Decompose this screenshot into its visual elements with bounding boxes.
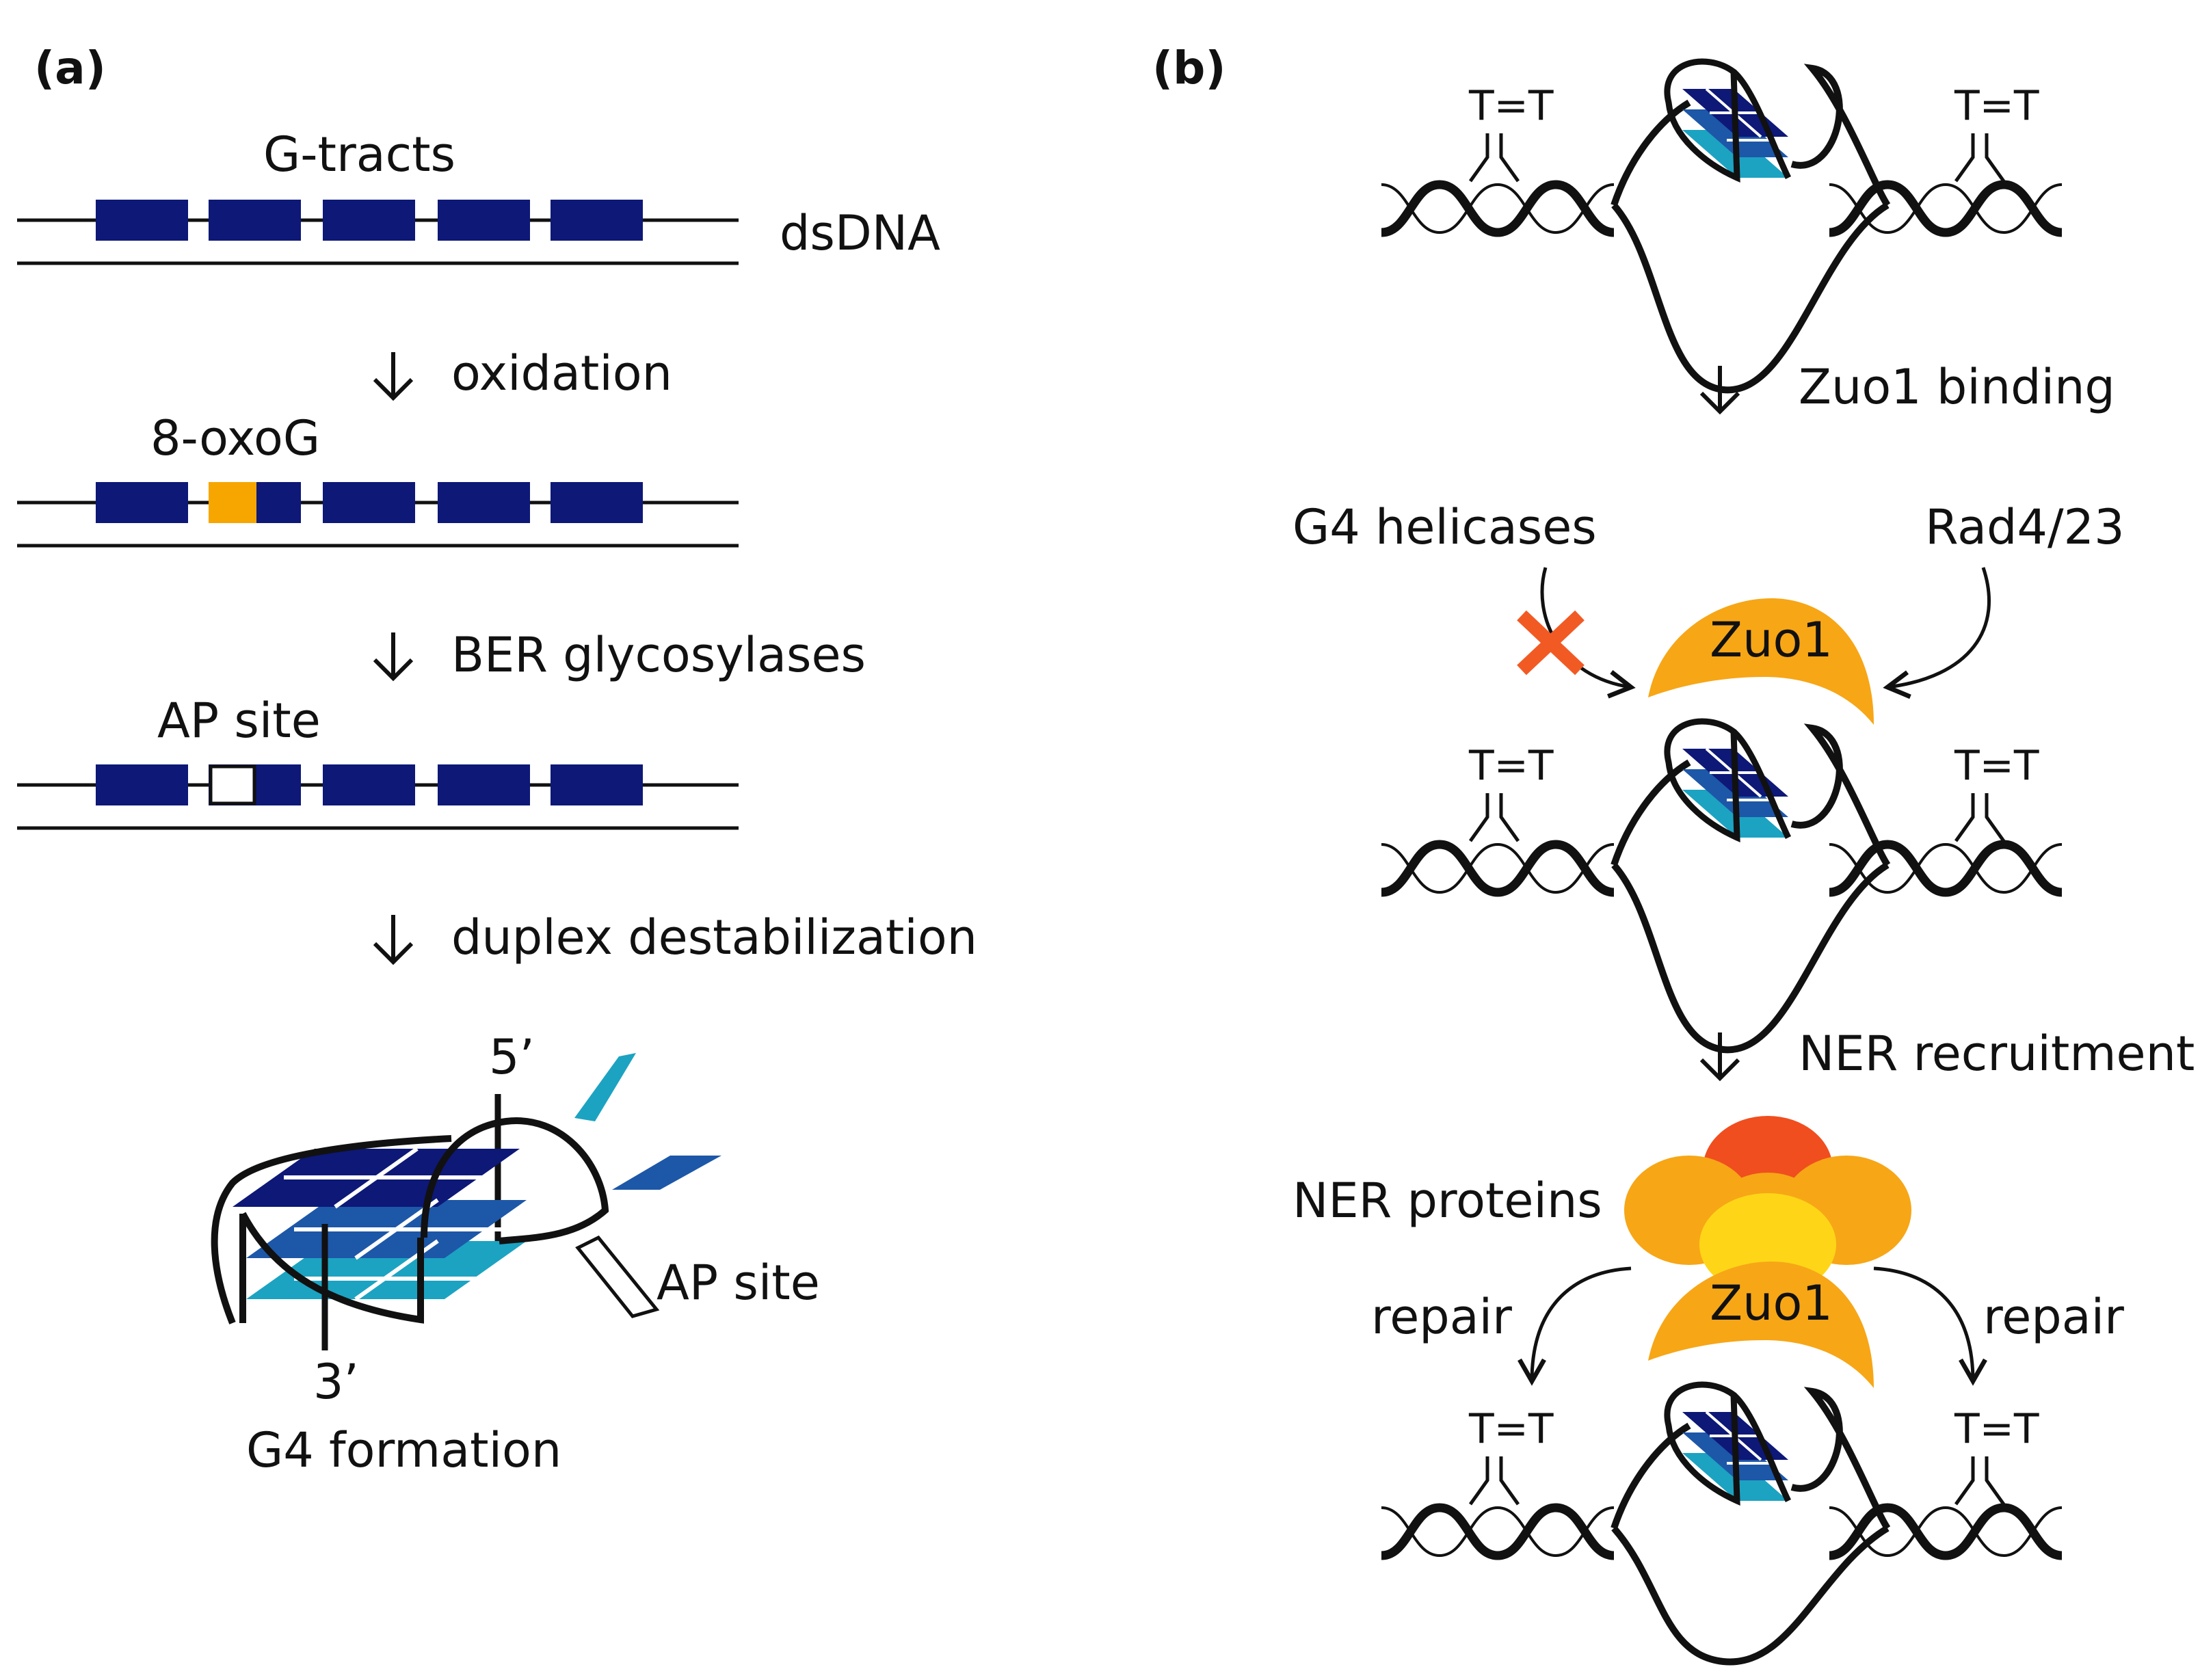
g-tract [551,200,643,241]
panel-a: (a) G-tracts dsDNA oxidation 8-oxoG [17,42,977,1478]
dna-bubble-row-3: T=T T=T [1381,1385,2062,1666]
ner-proteins-label: NER proteins [1293,1173,1602,1229]
zuo1-label: Zuo1 [1710,612,1833,668]
down-arrow-icon [1699,366,1740,415]
curved-arrow-icon [1883,567,1991,699]
ap-site-box [209,764,256,805]
ner-protein-cluster [1624,1116,1911,1296]
repair-label-right: repair [1983,1289,2124,1345]
oxog-lesion [209,482,256,523]
panel-b-label: (b) [1152,42,1226,94]
gtracts-label: G-tracts [263,126,455,183]
dsdna-label: dsDNA [780,205,940,261]
g4-formation-caption: G4 formation [246,1422,561,1478]
dimer-label: T=T [1468,742,1554,790]
zuo1-protein [1648,1262,1874,1388]
dimer-label: T=T [1954,1405,2039,1453]
dimer-label: T=T [1468,82,1554,130]
g-tract [323,200,415,241]
g4-helicases-label: G4 helicases [1293,499,1597,555]
g-tract [209,200,301,241]
panel-b: (b) T=T T=T Zuo1 binding G4 helicases [1152,42,2195,1666]
step-destabilization: duplex destabilization [451,909,977,965]
dna-bubble-row-2: T=T T=T [1381,721,2062,1054]
dimer-label: T=T [1954,742,2039,790]
down-arrow-icon [373,915,414,965]
g-tract [96,200,188,241]
g4-ap-site-label: AP site [657,1255,820,1311]
oxog-label: 8-oxoG [150,410,320,466]
zuo1-label: Zuo1 [1710,1275,1833,1331]
dna-bubble-row-1: T=T T=T [1381,62,2062,394]
step-oxidation: oxidation [451,345,672,401]
block-x-icon [1517,610,1585,676]
dsdna-row-1 [17,200,739,265]
down-arrow-icon [373,632,414,682]
five-prime-label: 5’ [489,1029,535,1085]
g-tract [438,200,530,241]
repair-label-left: repair [1371,1289,1512,1345]
down-arrow-icon [1699,1032,1740,1082]
panel-a-label: (a) [34,42,106,94]
step-ner-recruitment: NER recruitment [1799,1026,2195,1082]
curved-arrow-icon [1873,1266,1987,1386]
ap-site-label: AP site [157,693,321,749]
rad-label: Rad4/23 [1925,499,2125,555]
dimer-label: T=T [1468,1405,1554,1453]
down-arrow-icon [373,352,414,401]
step-ber: BER glycosylases [451,627,866,683]
step-zuo1-binding: Zuo1 binding [1799,359,2115,415]
g4-quadruplex-icon: 5’ 3’ AP site [211,1029,820,1410]
dsdna-row-3 [17,764,739,830]
dimer-label: T=T [1954,82,2039,130]
three-prime-label: 3’ [313,1354,359,1410]
zuo1-protein [1648,598,1874,725]
dsdna-row-2 [17,482,739,548]
curved-arrow-icon [1540,567,1636,699]
curved-arrow-icon [1518,1266,1632,1386]
